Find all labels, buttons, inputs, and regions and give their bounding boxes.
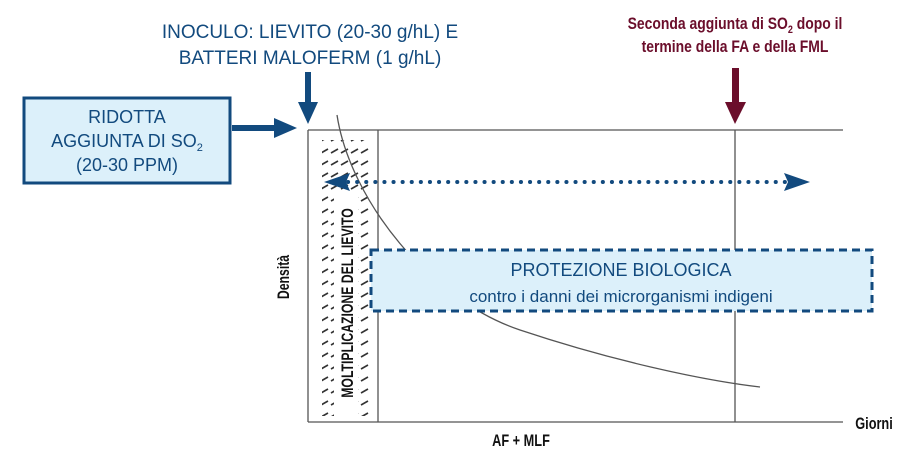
seconda-label-line2: termine della FA e della FML	[642, 38, 829, 57]
ridotta-line3: (20-30 PPM)	[76, 155, 178, 175]
density-curve	[336, 114, 761, 388]
x-section-label: AF + MLF	[492, 431, 550, 450]
y-axis-label: Densità	[275, 254, 293, 299]
moltiplicazione-label: MOLTIPLICAZIONE DEL LIEVITO	[339, 208, 357, 398]
seconda-arrow	[725, 68, 746, 124]
protezione-title: PROTEZIONE BIOLOGICA	[510, 260, 731, 280]
ridotta-box: RIDOTTA AGGIUNTA DI SO2 (20-30 PPM)	[22, 96, 232, 185]
protection-range-arrow	[324, 173, 810, 191]
protezione-subtitle: contro i danni dei microrganismi indigen…	[469, 287, 772, 306]
ridotta-arrow	[232, 118, 297, 138]
ridotta-line2: AGGIUNTA DI SO2	[51, 131, 203, 154]
protezione-box: PROTEZIONE BIOLOGICA contro i danni dei …	[369, 248, 874, 313]
inoculo-arrow	[298, 72, 318, 124]
x-axis-label: Giorni	[855, 414, 893, 433]
seconda-label-line1: Seconda aggiunta di SO2 dopo il	[628, 15, 843, 36]
inoculo-label-line1: INOCULO: LIEVITO (20-30 g/hL) E	[162, 22, 458, 43]
inoculo-label-line2: BATTERI MALOFERM (1 g/hL)	[179, 48, 442, 69]
hatch-label-bg	[334, 190, 358, 416]
ridotta-line1: RIDOTTA	[88, 107, 166, 127]
